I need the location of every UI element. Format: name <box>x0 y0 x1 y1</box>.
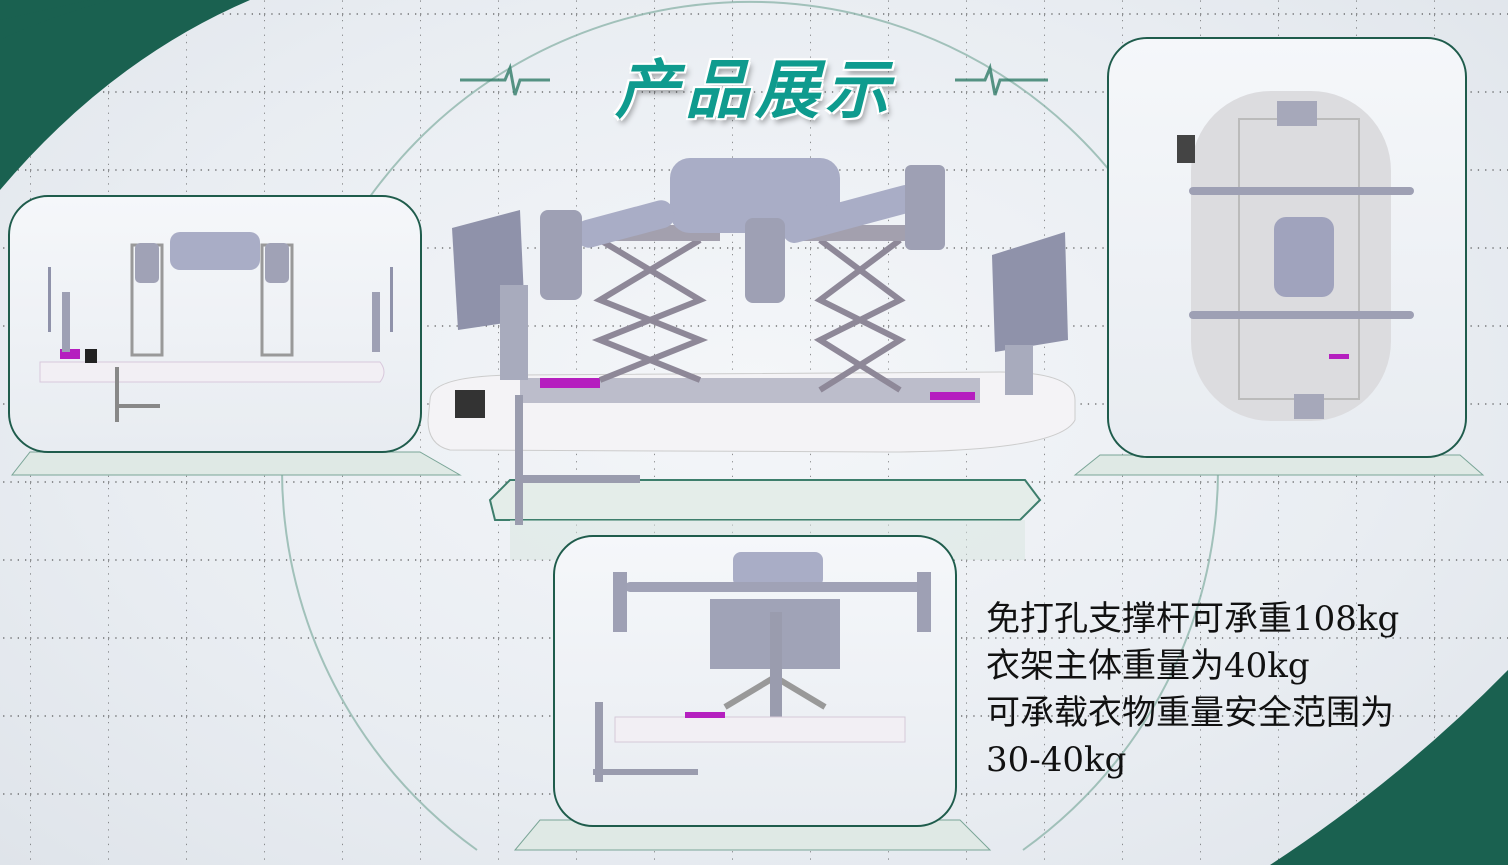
center-pedestal <box>488 479 1042 521</box>
title-line-right <box>955 62 1048 96</box>
left-view-panel <box>8 195 422 453</box>
swoosh-bottom-right <box>1270 670 1508 865</box>
center-product-render <box>427 158 1076 525</box>
swoosh-top-left-thin <box>0 0 110 40</box>
spec-line-body-weight: 衣架主体重量为40kg <box>986 646 1310 686</box>
title-line-left <box>460 62 550 96</box>
page-title: 产品展示 <box>615 53 895 128</box>
product-specs: 免打孔支撑杆可承重108kg 衣架主体重量为40kg 可承载衣物重量安全范围为 … <box>986 596 1399 784</box>
spec-line-load-range-value: 30-40kg <box>986 740 1127 780</box>
swoosh-top-left <box>0 0 250 190</box>
spec-line-load-range-label: 可承载衣物重量安全范围为 <box>986 693 1394 733</box>
side-view-panel <box>553 535 957 827</box>
top-view-panel <box>1107 37 1467 458</box>
spec-line-support-rod: 免打孔支撑杆可承重108kg <box>986 599 1400 639</box>
right-panel-base <box>1073 454 1485 476</box>
top-view-render <box>1177 91 1414 421</box>
side-view-render <box>593 552 931 782</box>
front-view-render <box>39 232 393 422</box>
left-panel-base <box>10 451 462 476</box>
arc-ring <box>281 0 1219 851</box>
